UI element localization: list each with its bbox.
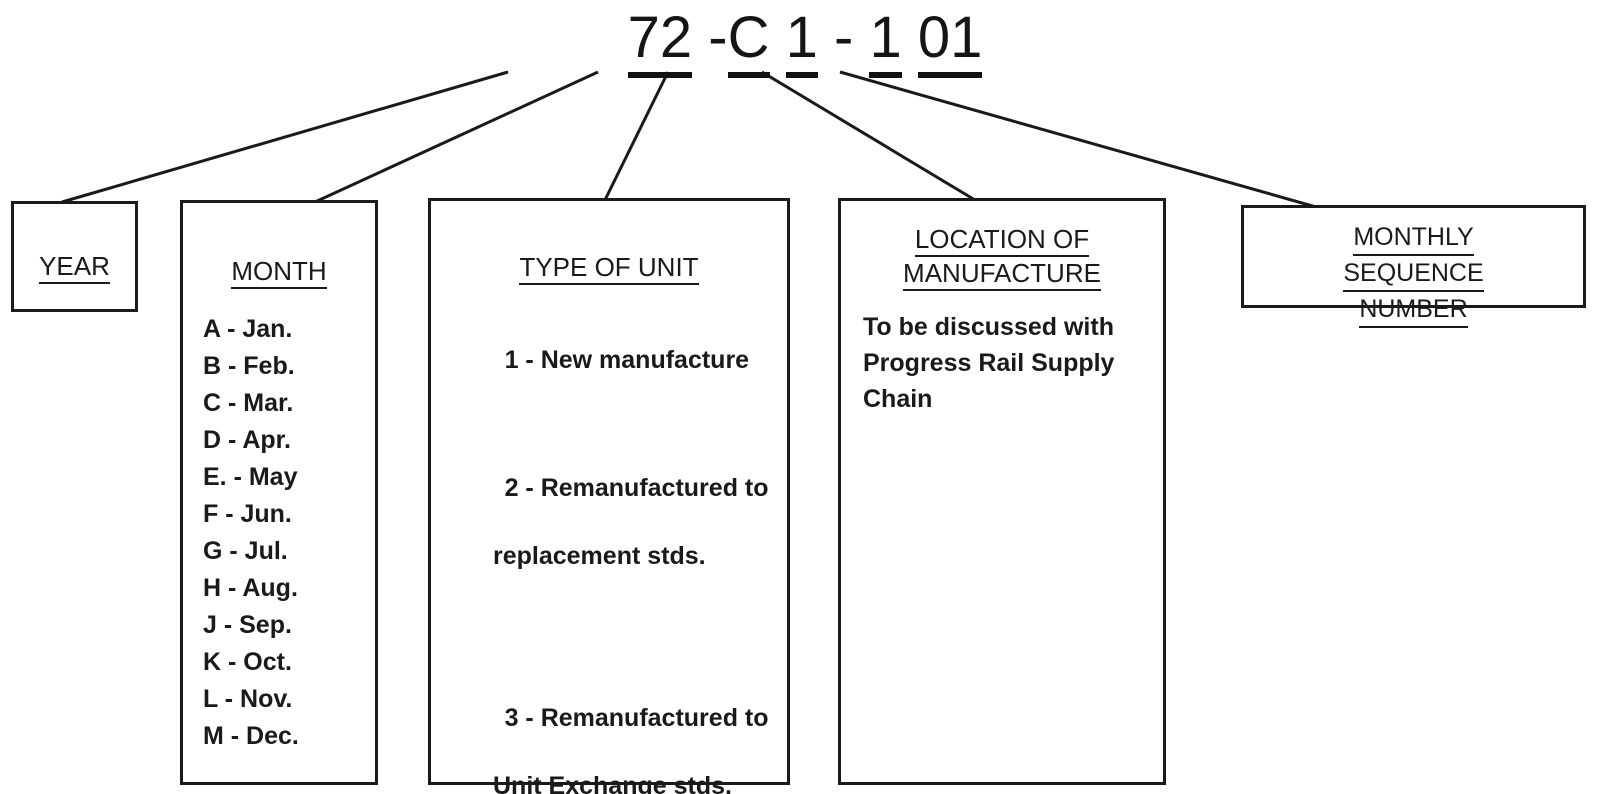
code-separator-1: - xyxy=(692,5,728,70)
list-item: 1 - New manufacture xyxy=(449,309,787,411)
list-item: G - Jul. xyxy=(203,537,288,565)
list-item: E. - May xyxy=(203,463,298,491)
box-month: MONTH A - Jan. B - Feb. C - Mar. D - Apr… xyxy=(180,200,378,785)
code-segment-type: 1 xyxy=(785,5,818,78)
list-item-label: 3 - Remanufactured to xyxy=(504,704,769,732)
box-month-title: MONTH xyxy=(183,255,375,289)
box-type-of-unit: TYPE OF UNIT 1 - New manufacture 2 - Rem… xyxy=(428,198,790,794)
box-year-title: YEAR xyxy=(14,250,135,284)
list-item-label: 1 - New manufacture xyxy=(504,346,750,374)
list-item-continuation: Unit Exchange stds. xyxy=(493,772,732,794)
box-location-of-manufacture-title: LOCATION OF MANUFACTURE xyxy=(841,223,1163,291)
connector-type xyxy=(603,71,670,201)
code-segment-sequence: 01 xyxy=(917,5,983,78)
list-item-label: 2 - Remanufactured to xyxy=(504,474,769,502)
list-item: L - Nov. xyxy=(203,685,293,713)
code-separator-4 xyxy=(902,5,918,70)
connector-year xyxy=(61,70,509,204)
connector-sequence xyxy=(839,70,1317,209)
list-item: M - Dec. xyxy=(203,722,299,750)
list-item-continuation: replacement stds. xyxy=(493,542,706,570)
list-item: 3 - Remanufactured to Unit Exchange stds… xyxy=(449,667,787,794)
location-of-manufacture-note: To be discussed with Progress Rail Suppl… xyxy=(863,313,1115,413)
connector-month xyxy=(314,70,599,204)
list-item: 2 - Remanufactured to replacement stds. xyxy=(449,437,787,641)
box-type-of-unit-title: TYPE OF UNIT xyxy=(431,251,787,285)
list-item: A - Jan. xyxy=(203,315,293,343)
list-item: D - Apr. xyxy=(203,426,291,454)
serial-code: 72 -C 1 - 1 01 xyxy=(0,4,1610,78)
list-item: K - Oct. xyxy=(203,648,292,676)
code-segment-location: 1 xyxy=(869,5,902,78)
box-year: YEAR xyxy=(11,201,138,312)
list-item: B - Feb. xyxy=(203,352,295,380)
box-monthly-sequence-number: MONTHLY SEQUENCE NUMBER xyxy=(1241,205,1586,328)
list-item: J - Sep. xyxy=(203,611,292,639)
box-location-of-manufacture: LOCATION OF MANUFACTURE To be discussed … xyxy=(838,198,1166,785)
list-item: C - Mar. xyxy=(203,389,294,417)
code-segment-month: C xyxy=(727,5,770,78)
month-code-list: A - Jan. B - Feb. C - Mar. D - Apr. E. -… xyxy=(203,311,375,755)
code-separator-2 xyxy=(770,5,786,70)
box-monthly-sequence-number-title: MONTHLY SEQUENCE NUMBER xyxy=(1244,220,1583,328)
code-separator-3: - xyxy=(817,5,870,70)
list-item: F - Jun. xyxy=(203,500,292,528)
type-of-unit-list: 1 - New manufacture 2 - Remanufactured t… xyxy=(449,309,787,794)
list-item: H - Aug. xyxy=(203,574,298,602)
connector-location xyxy=(761,70,976,202)
code-segment-year: 72 xyxy=(627,5,693,78)
